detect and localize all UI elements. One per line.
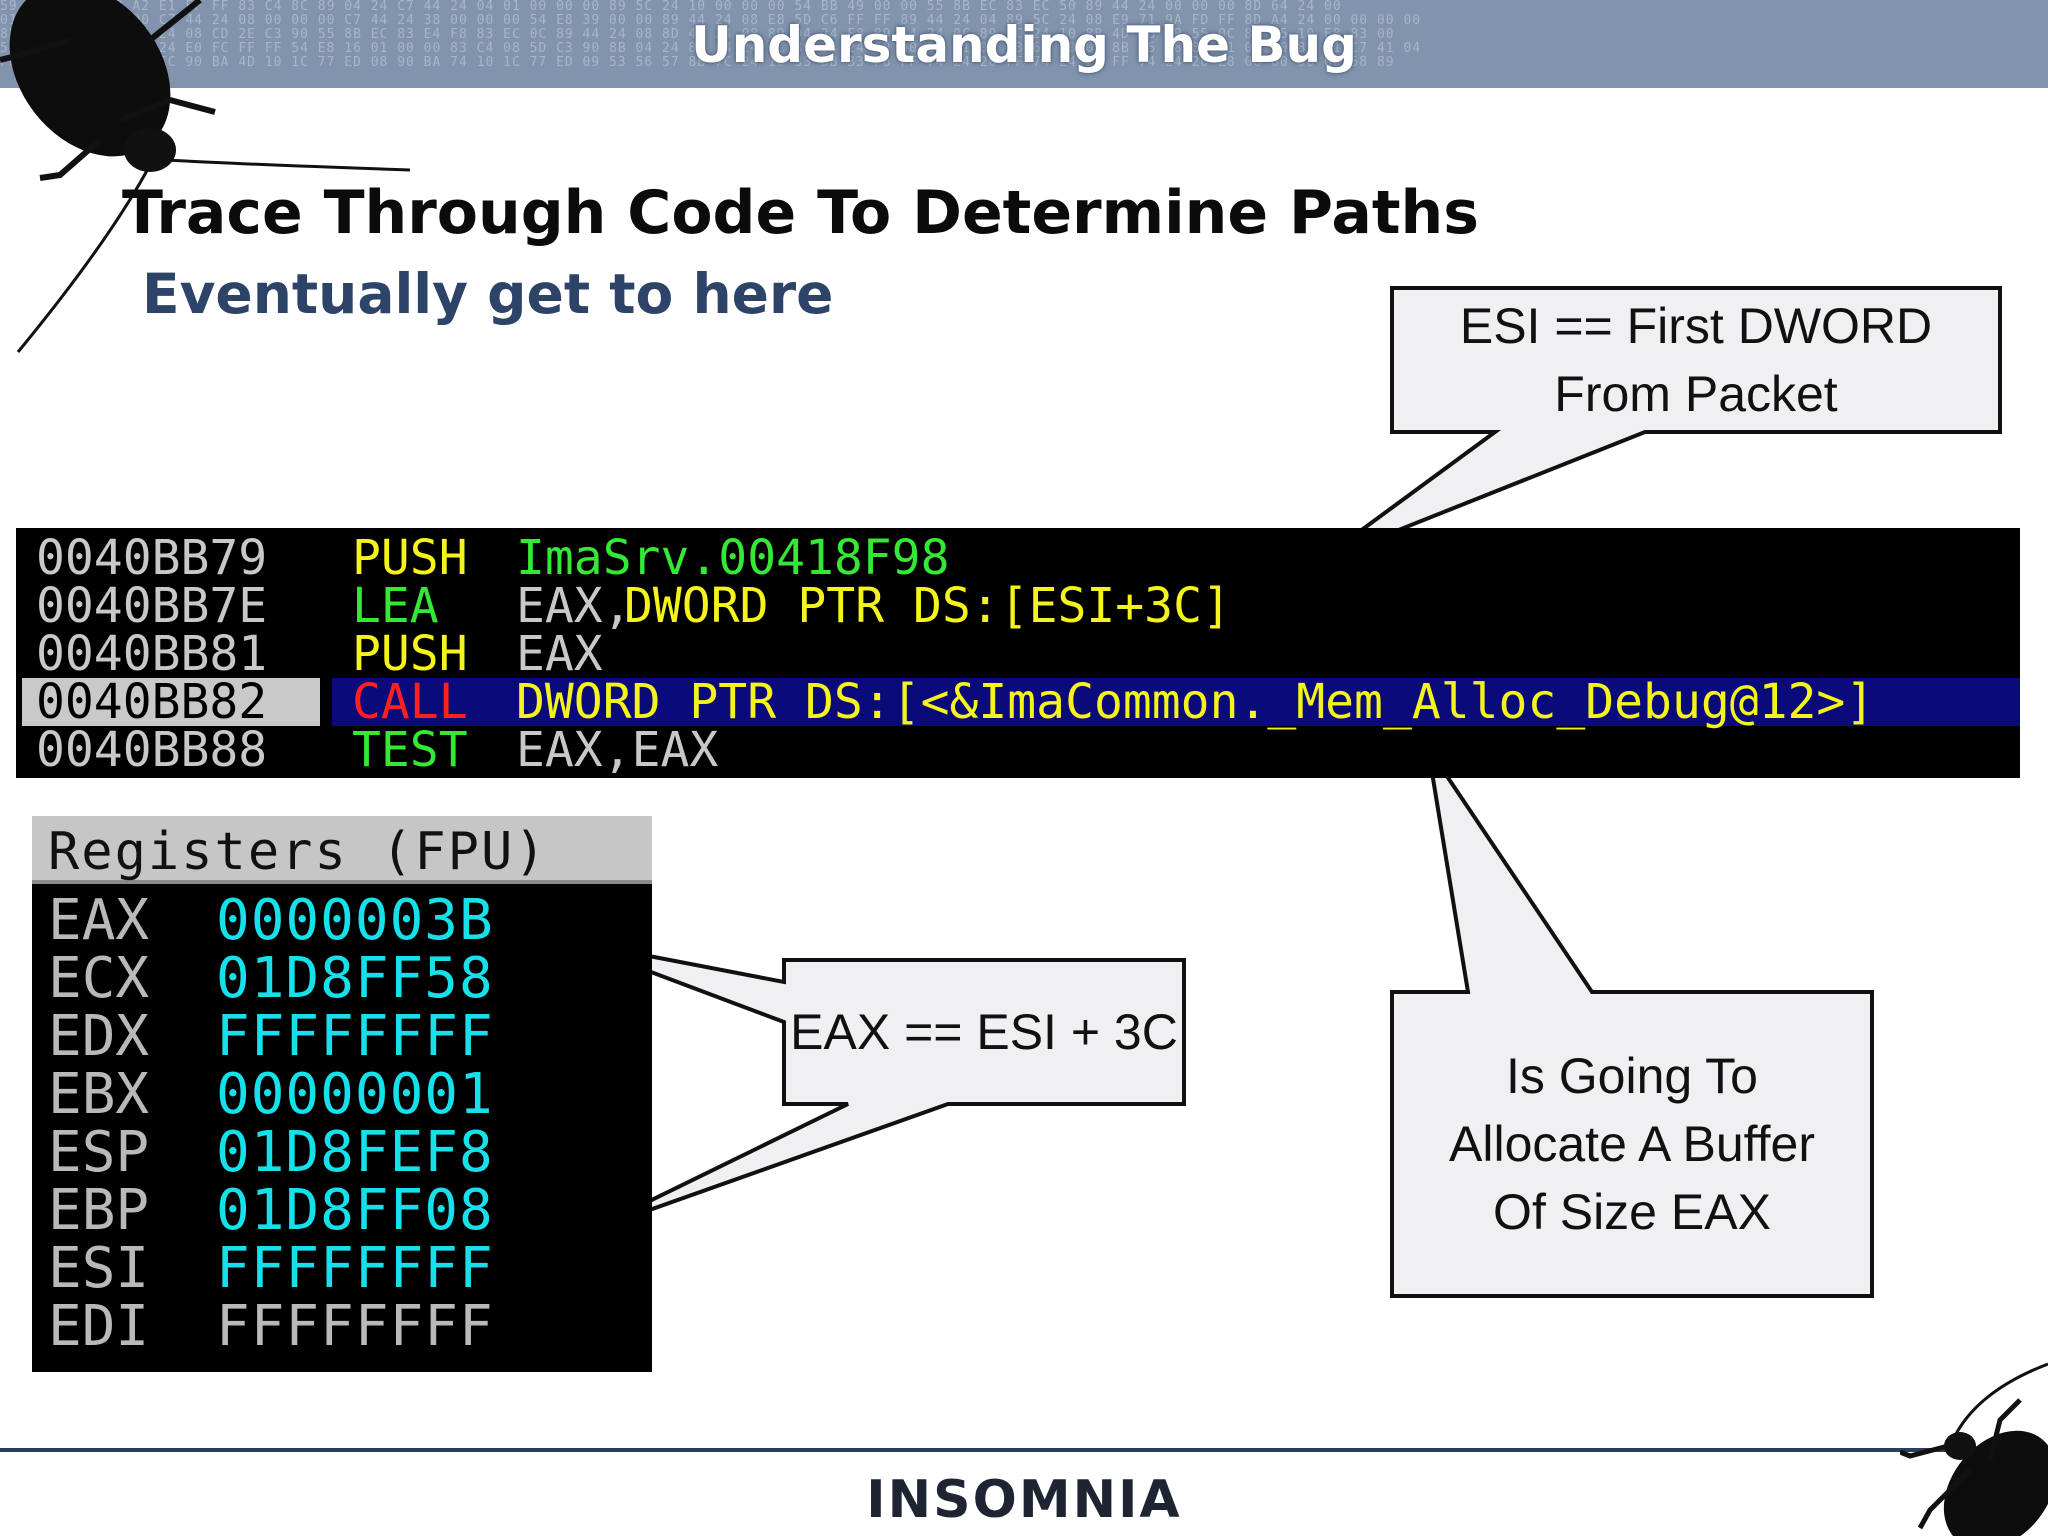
callout-alloc-line3: Of Size EAX: [1493, 1184, 1771, 1240]
registers-header[interactable]: Registers (FPU): [32, 816, 652, 884]
callout-alloc-text: Is Going To Allocate A Buffer Of Size EA…: [1392, 1042, 1872, 1246]
register-value: 01D8FEF8: [216, 1120, 494, 1185]
disasm-address: 0040BB82: [36, 674, 268, 730]
insomnia-logo: INSOMNIA: [866, 1470, 1182, 1530]
cockroach-icon: [1900, 1362, 2048, 1536]
hex-dump-background: 59 6A 51 53 E8 A2 E1 FF FF 83 C4 8C 89 0…: [0, 0, 1422, 70]
disasm-address: 0040BB88: [36, 722, 268, 778]
disasm-operand: EAX,EAX: [516, 722, 719, 778]
slide-heading: Trace Through Code To Determine Paths: [122, 178, 1479, 248]
register-value: FFFFFFFF: [216, 1004, 494, 1069]
callout-esi-shape: [1316, 286, 2002, 564]
header-banner: 59 6A 51 53 E8 A2 E1 FF FF 83 C4 8C 89 0…: [0, 0, 2048, 88]
register-name: EAX: [48, 888, 150, 953]
callout-esi-line1: ESI == First DWORD: [1459, 298, 1933, 354]
disasm-mnemonic: TEST: [352, 722, 468, 778]
registers-title: Registers (FPU): [48, 822, 548, 882]
callout-alloc-line1: Is Going To: [1505, 1048, 1758, 1104]
disasm-row[interactable]: 0040BB88 TEST EAX,EAX: [16, 726, 2020, 774]
slide-title: Understanding The Bug: [691, 16, 1357, 74]
disasm-mnemonic: PUSH: [352, 626, 468, 682]
sub-bullet: :: [144, 272, 157, 316]
callout-esi-text: ESI == First DWORD From Packet: [1392, 292, 2000, 428]
disasm-operand: DWORD PTR DS:[<&ImaCommon._Mem_Alloc_Deb…: [516, 674, 1875, 730]
register-value: 0000003B: [216, 888, 494, 953]
disasm-address: 0040BB7E: [36, 578, 268, 634]
register-value: 01D8FF08: [216, 1178, 494, 1243]
callout-eax-text: EAX == ESI + 3C: [784, 998, 1184, 1066]
disasm-operand: DWORD PTR DS:[ESI+3C]: [624, 578, 1231, 634]
register-value: FFFFFFFF: [216, 1236, 494, 1301]
disasm-row[interactable]: 0040BB7E LEA EAX, DWORD PTR DS:[ESI+3C]: [16, 582, 2020, 630]
register-name: EBX: [48, 1062, 150, 1127]
register-value: FFFFFFFF: [216, 1294, 494, 1359]
register-name: EDI: [48, 1294, 150, 1359]
callout-alloc-line2: Allocate A Buffer: [1449, 1116, 1815, 1172]
callout-alloc-shape: [1390, 746, 1874, 1298]
callout-eax-line1: EAX == ESI + 3C: [790, 1004, 1178, 1060]
disasm-row[interactable]: 0040BB79 PUSH ImaSrv.00418F98: [16, 534, 2020, 582]
disasm-mnemonic: PUSH: [352, 530, 468, 586]
slide-subheading: Eventually get to here: [142, 262, 834, 326]
disasm-operand-register: EAX,: [516, 578, 632, 634]
callout-esi-line2: From Packet: [1554, 366, 1838, 422]
register-value: 00000001: [216, 1062, 494, 1127]
registers-panel: Registers (FPU) EAX 0000003B ECX 01D8FF5…: [32, 816, 652, 1372]
register-name: EDX: [48, 1004, 150, 1069]
disasm-operand: ImaSrv.00418F98: [516, 530, 950, 586]
register-name: ESI: [48, 1236, 150, 1301]
cockroach-icon: [0, 0, 411, 353]
register-name: ECX: [48, 946, 150, 1011]
disasm-mnemonic: CALL: [352, 674, 468, 730]
disasm-mnemonic: LEA: [352, 578, 439, 634]
footer-divider: [0, 1448, 2048, 1452]
disassembly-panel: 0040BB79 PUSH ImaSrv.00418F98 0040BB7E L…: [16, 528, 2020, 778]
disasm-address: 0040BB81: [36, 626, 268, 682]
register-value: 01D8FF58: [216, 946, 494, 1011]
disasm-address: 0040BB79: [36, 530, 268, 586]
callout-eax-shape: [565, 938, 1186, 1236]
disasm-operand: EAX: [516, 626, 603, 682]
disasm-row[interactable]: 0040BB81 PUSH EAX: [16, 630, 2020, 678]
disasm-row-selected[interactable]: 0040BB82 CALL DWORD PTR DS:[<&ImaCommon.…: [16, 678, 2020, 726]
register-name: EBP: [48, 1178, 150, 1243]
register-name: ESP: [48, 1120, 150, 1185]
